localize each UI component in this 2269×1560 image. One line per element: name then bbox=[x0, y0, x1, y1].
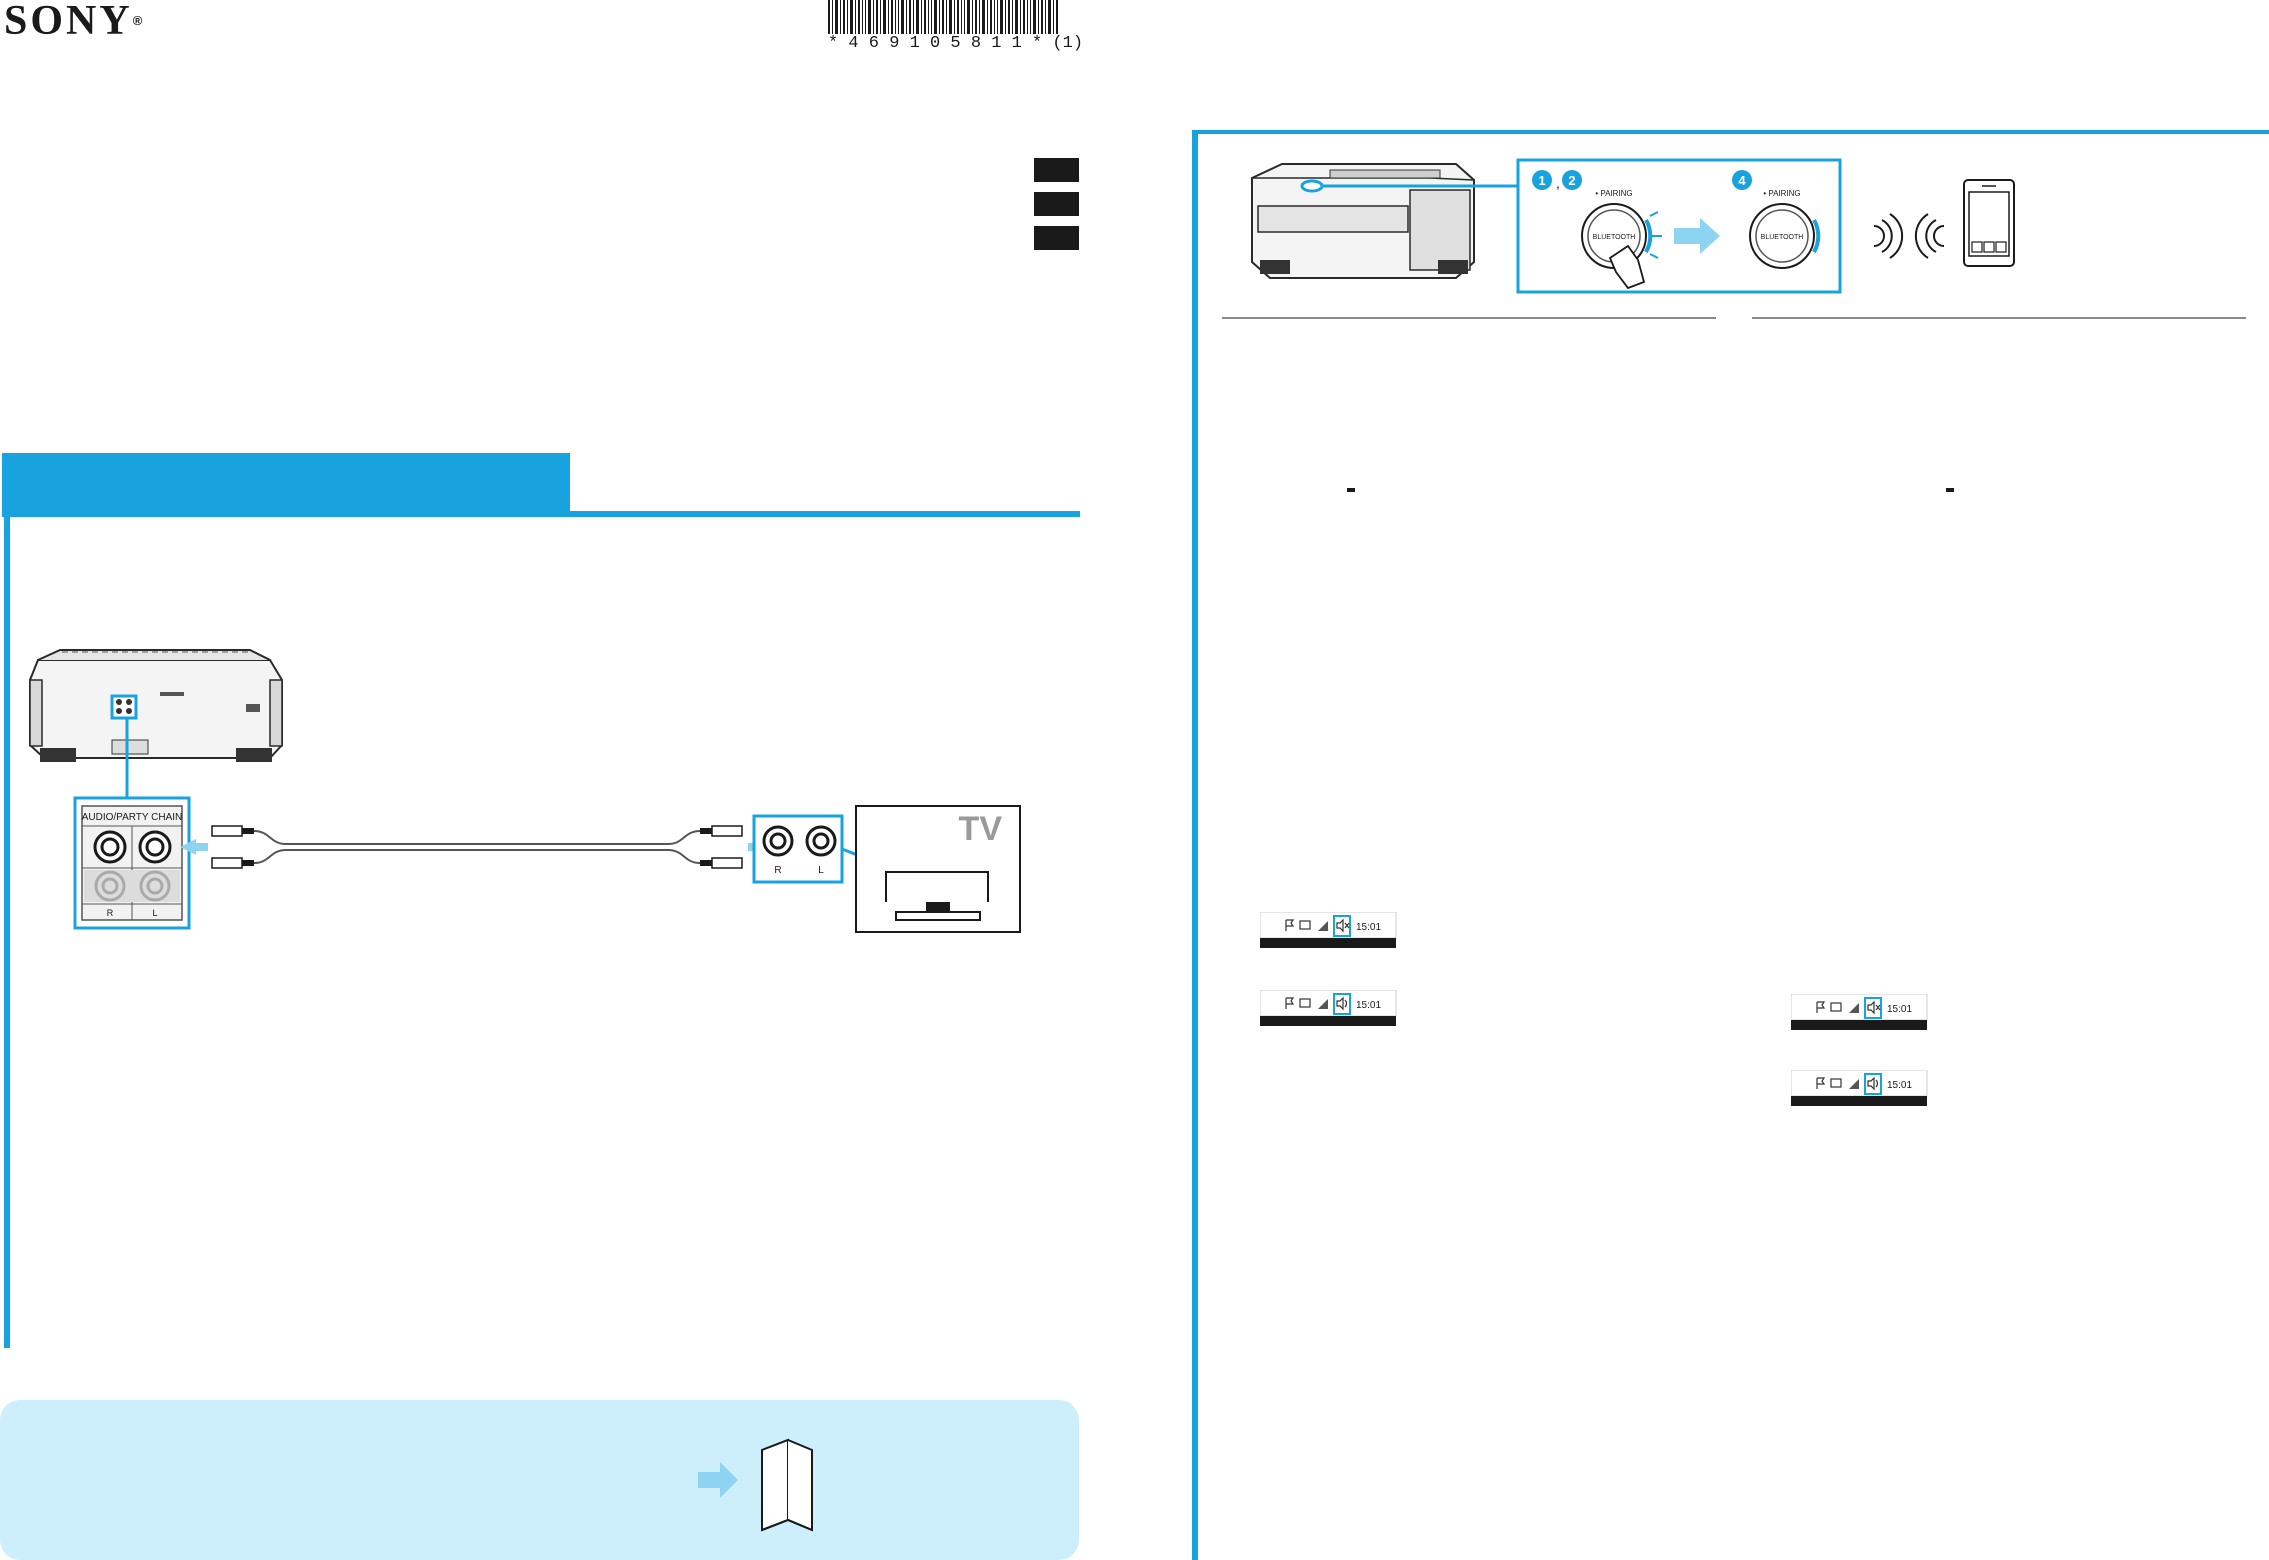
taskbar-time: 15:01 bbox=[1887, 1080, 1912, 1091]
registered-mark: ® bbox=[132, 13, 143, 28]
mail-icon bbox=[1830, 1002, 1842, 1012]
flag-icon bbox=[1816, 1077, 1826, 1089]
tv-jack-l: L bbox=[818, 865, 824, 876]
audio-cable bbox=[211, 825, 743, 869]
signal-icon bbox=[1318, 921, 1328, 931]
audio-party-chain-panel: AUDIO/PARTY CHAIN R L bbox=[73, 796, 191, 930]
mail-icon bbox=[1299, 998, 1311, 1008]
section-header-line bbox=[2, 511, 1080, 517]
column-divider-left bbox=[1222, 317, 1716, 319]
language-tab-3 bbox=[1034, 226, 1079, 250]
section-header-bar bbox=[2, 453, 570, 513]
taskbar-time: 15:01 bbox=[1887, 1004, 1912, 1015]
language-tab-2 bbox=[1034, 192, 1079, 216]
panel-channel-r: R bbox=[107, 908, 114, 918]
pairing-callout-box: 1 , 2 4 • PAIRING BLUETOOTH • PAIRING BL… bbox=[1516, 158, 1842, 294]
taskbar-time: 15:01 bbox=[1356, 1000, 1381, 1011]
tv-jack-r: R bbox=[774, 865, 781, 876]
speaker-icon bbox=[1336, 996, 1347, 1011]
pairing-label-1: • PAIRING bbox=[1595, 189, 1632, 198]
taskbar-time: 15:01 bbox=[1356, 922, 1381, 933]
footer-reference-graphic bbox=[698, 1438, 813, 1532]
arrow-right-icon bbox=[1674, 218, 1720, 254]
dash-mark-left bbox=[1347, 488, 1355, 492]
speaker-muted-icon bbox=[1867, 1000, 1881, 1015]
taskbar-muted-right: 15:01 bbox=[1791, 994, 1928, 1030]
tv-audio-jacks: R L bbox=[752, 814, 844, 884]
right-section-top-line bbox=[1192, 130, 2269, 134]
speaker-icon bbox=[1867, 1076, 1878, 1091]
speaker-unit-rear-illustration bbox=[29, 649, 283, 762]
mail-icon bbox=[1299, 920, 1311, 930]
taskbar-unmuted-left: 15:01 bbox=[1260, 990, 1397, 1026]
flag-icon bbox=[1285, 997, 1295, 1009]
signal-icon bbox=[1849, 1079, 1859, 1089]
flag-icon bbox=[1285, 919, 1295, 931]
barcode-icon bbox=[828, 0, 1058, 34]
tv-illustration: TV bbox=[855, 805, 1021, 933]
taskbar-muted-left: 15:01 bbox=[1260, 912, 1397, 948]
right-section-left-border bbox=[1192, 130, 1198, 1560]
step-separator: , bbox=[1556, 175, 1560, 191]
wireless-signal-icon bbox=[1873, 213, 1945, 259]
flag-icon bbox=[1816, 1001, 1826, 1013]
column-divider-right bbox=[1752, 317, 2246, 319]
barcode: * 4 6 9 1 0 5 8 1 1 * (1) bbox=[828, 0, 1084, 56]
bluetooth-pairing-diagram: 1 , 2 4 • PAIRING BLUETOOTH • PAIRING BL… bbox=[1251, 158, 2015, 294]
bluetooth-button-label-1: BLUETOOTH bbox=[1593, 234, 1636, 241]
mail-icon bbox=[1830, 1078, 1842, 1088]
step-mark-1: 1 bbox=[1538, 173, 1545, 188]
language-tab-1 bbox=[1034, 158, 1079, 182]
step-mark-2: 2 bbox=[1568, 173, 1575, 188]
arrow-right-icon bbox=[698, 1462, 738, 1498]
signal-icon bbox=[1849, 1003, 1859, 1013]
pairing-label-2: • PAIRING bbox=[1763, 189, 1800, 198]
brand-name: SONY bbox=[4, 0, 133, 44]
finger-press-icon bbox=[1608, 244, 1646, 290]
tv-connection-diagram: AUDIO/PARTY CHAIN R L bbox=[29, 649, 1021, 933]
manual-booklet-icon bbox=[761, 1438, 813, 1532]
brand-logo: SONY® bbox=[4, 0, 142, 42]
tv-label: TV bbox=[959, 810, 1003, 848]
step-mark-4: 4 bbox=[1738, 173, 1746, 188]
taskbar-unmuted-right: 15:01 bbox=[1791, 1070, 1928, 1106]
signal-icon bbox=[1318, 999, 1328, 1009]
arrow-left-icon bbox=[180, 839, 208, 855]
bluetooth-button-label-2: BLUETOOTH bbox=[1761, 234, 1804, 241]
section-left-border bbox=[4, 513, 10, 1348]
panel-channel-l: L bbox=[152, 908, 157, 918]
panel-label: AUDIO/PARTY CHAIN bbox=[82, 812, 183, 823]
dash-mark-right bbox=[1946, 488, 1954, 492]
footer-reference-panel bbox=[0, 1400, 1079, 1560]
smartphone-icon bbox=[1963, 179, 2015, 267]
barcode-digits: * 4 6 9 1 0 5 8 1 1 * (1) bbox=[828, 34, 1084, 53]
speaker-muted-icon bbox=[1336, 918, 1350, 933]
speaker-unit-top-illustration bbox=[1251, 163, 1475, 279]
